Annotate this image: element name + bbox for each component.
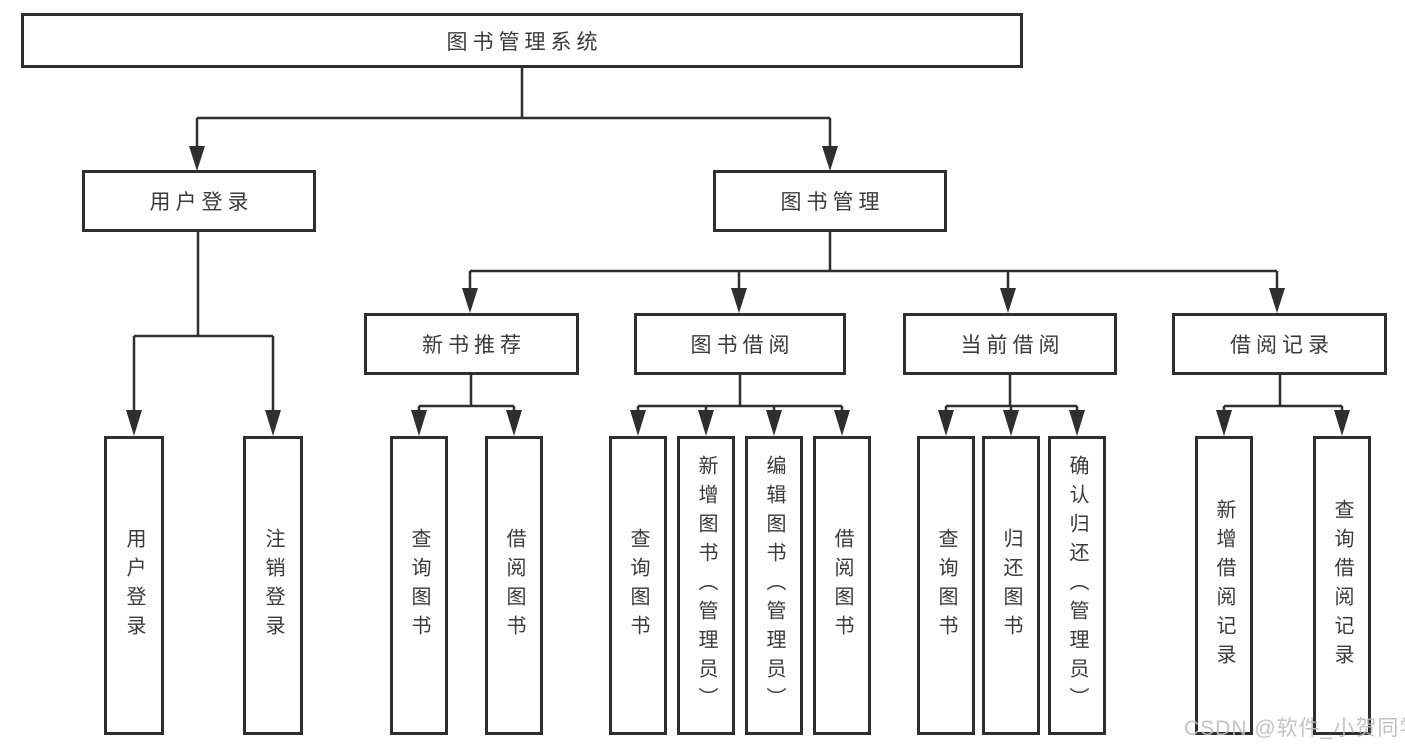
leaf-label: 查询借阅记录	[1331, 498, 1353, 673]
node-label: 图书管理	[780, 191, 885, 214]
node-book-borrow: 图书借阅	[634, 313, 846, 375]
node-label: 当前借阅	[960, 334, 1065, 357]
leaf-confirm-return-admin: 确认归还（管理员）	[1048, 436, 1106, 735]
leaf-return-books: 归还图书	[982, 436, 1040, 735]
leaf-borrow-books: 借阅图书	[813, 436, 871, 735]
node-book-management: 图书管理	[713, 170, 947, 232]
leaf-logout: 注销登录	[243, 436, 303, 735]
leaf-label: 归还图书	[1000, 527, 1022, 644]
leaf-user-login: 用户登录	[104, 436, 164, 735]
node-label: 图书借阅	[690, 334, 795, 357]
node-borrow-records: 借阅记录	[1172, 313, 1387, 375]
leaf-label: 用户登录	[123, 527, 145, 644]
watermark: CSDN @软件_小贺同学	[1184, 717, 1405, 740]
leaf-query-books-recommend: 查询图书	[390, 436, 448, 735]
leaf-add-books-admin: 新增图书（管理员）	[677, 436, 735, 735]
leaf-label: 查询图书	[935, 527, 957, 644]
leaf-query-borrow-record: 查询借阅记录	[1313, 436, 1371, 735]
leaf-label: 查询图书	[408, 527, 430, 644]
leaf-label: 新增图书（管理员）	[695, 455, 717, 716]
leaf-add-borrow-record: 新增借阅记录	[1195, 436, 1253, 735]
leaf-label: 查询图书	[627, 527, 649, 644]
leaf-label: 新增借阅记录	[1213, 498, 1235, 673]
node-label: 用户登录	[149, 191, 254, 214]
leaf-borrow-books-recommend: 借阅图书	[485, 436, 543, 735]
leaf-label: 借阅图书	[831, 527, 853, 644]
node-current-borrow: 当前借阅	[903, 313, 1117, 375]
node-label: 新书推荐	[422, 334, 526, 357]
node-new-book-recommend: 新书推荐	[364, 313, 579, 375]
node-library-management-system: 图书管理系统	[21, 13, 1023, 68]
leaf-label: 注销登录	[262, 527, 284, 644]
node-label: 图书管理系统	[446, 30, 603, 54]
leaf-label: 编辑图书（管理员）	[763, 455, 785, 716]
node-label: 借阅记录	[1230, 334, 1334, 357]
leaf-query-books-borrow: 查询图书	[609, 436, 667, 735]
node-user-login: 用户登录	[82, 170, 316, 232]
leaf-edit-books-admin: 编辑图书（管理员）	[745, 436, 803, 735]
leaf-query-books-current: 查询图书	[917, 436, 975, 735]
leaf-label: 确认归还（管理员）	[1066, 455, 1088, 716]
leaf-label: 借阅图书	[503, 527, 525, 644]
